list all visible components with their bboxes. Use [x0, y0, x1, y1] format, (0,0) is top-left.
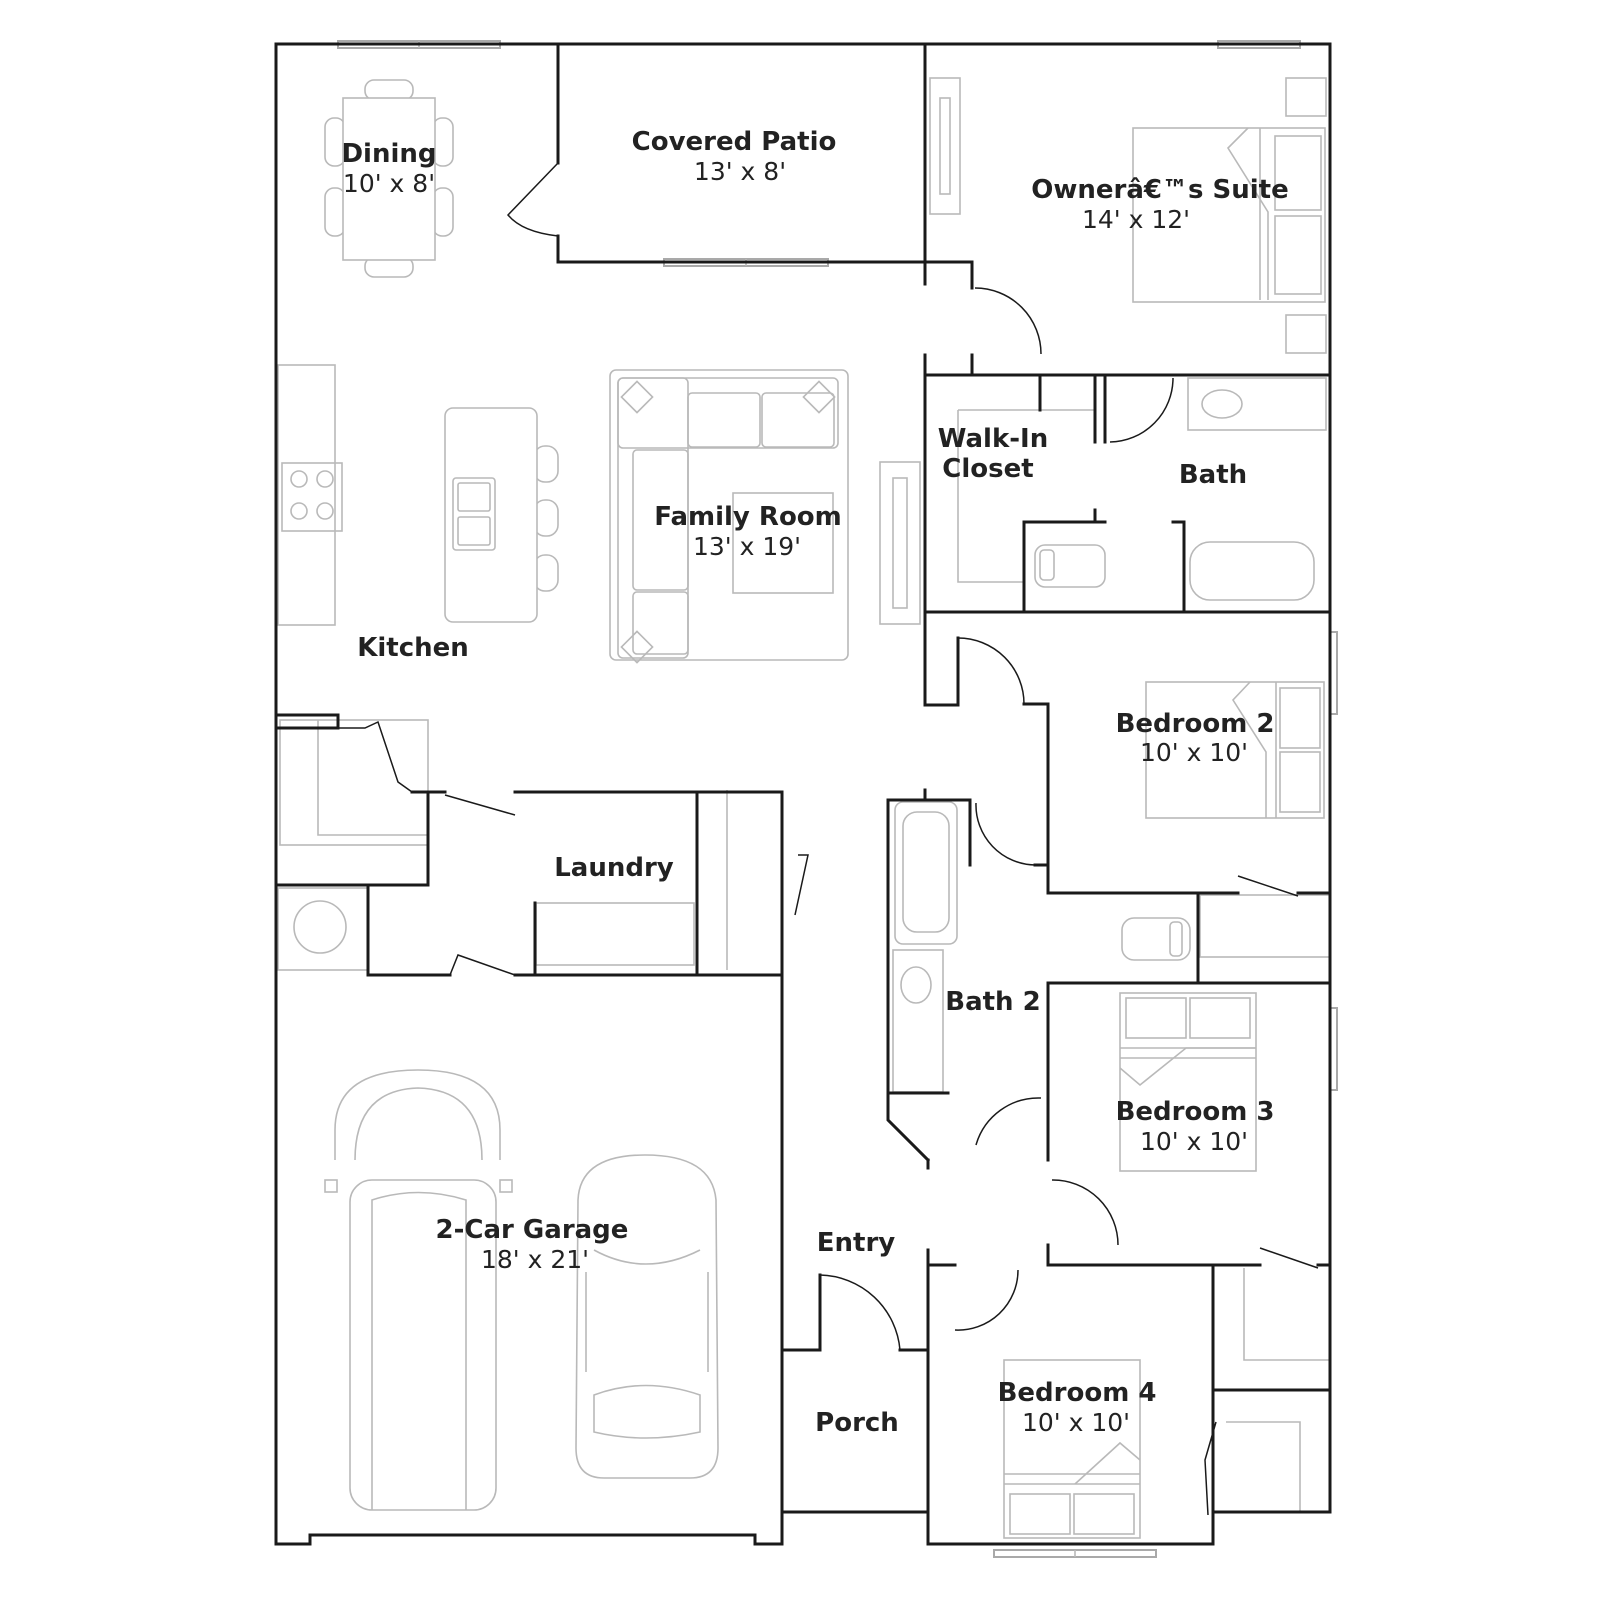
bedroom-4-dims: 10' x 10' — [1022, 1408, 1130, 1437]
sectional-sofa — [609, 369, 849, 664]
family-room-dims: 13' x 19' — [693, 532, 801, 561]
kitchen-island — [444, 407, 559, 623]
walk-in-closet-label-1: Walk-In — [938, 424, 1048, 454]
porch-label: Porch — [815, 1408, 899, 1438]
tv-console — [879, 77, 961, 625]
covered-patio-dims: 13' x 8' — [694, 157, 786, 186]
bath-2-label: Bath 2 — [945, 987, 1040, 1017]
windows — [337, 40, 1338, 1558]
owners-suite-dims: 14' x 12' — [1082, 205, 1190, 234]
bedroom-2-bed — [1145, 681, 1325, 819]
laundry-label: Laundry — [554, 853, 674, 883]
bedroom-2-dims: 10' x 10' — [1140, 738, 1248, 767]
dining-label: Dining — [341, 139, 436, 169]
owners-suite-label: Ownerâ€™s Suite — [1031, 175, 1288, 205]
family-room-label: Family Room — [654, 502, 842, 532]
bath-2-fixtures — [892, 801, 1331, 1093]
dining-dims: 10' x 8' — [343, 169, 435, 198]
walls — [274, 42, 1332, 1546]
furniture-fixtures — [277, 77, 1331, 1539]
owners-suite-bed — [1132, 77, 1327, 354]
walk-in-closet-label-2: Closet — [942, 454, 1033, 484]
bedroom-2-label: Bedroom 2 — [1116, 709, 1275, 739]
bedroom-3-dims: 10' x 10' — [1140, 1127, 1248, 1156]
bedroom-4-label: Bedroom 4 — [998, 1378, 1157, 1408]
laundry-fixtures — [277, 790, 728, 971]
kitchen-counter — [277, 364, 429, 846]
garage-vehicles — [324, 1069, 719, 1511]
bedroom-3-bed — [1119, 992, 1257, 1172]
owner-bath-fixtures — [1034, 377, 1327, 601]
closet-shelving — [957, 409, 1095, 583]
room-labels: Dining 10' x 8' Covered Patio 13' x 8' O… — [341, 127, 1288, 1438]
covered-patio-label: Covered Patio — [632, 127, 837, 157]
bedroom-4-bed — [1003, 1268, 1330, 1539]
entry-label: Entry — [817, 1228, 896, 1258]
dining-table — [324, 79, 454, 278]
bath-label: Bath — [1179, 460, 1247, 490]
garage-label: 2-Car Garage — [436, 1215, 629, 1245]
kitchen-label: Kitchen — [357, 633, 469, 663]
doors — [338, 162, 1319, 1516]
bedroom-3-label: Bedroom 3 — [1116, 1097, 1275, 1127]
garage-dims: 18' x 21' — [481, 1245, 589, 1274]
